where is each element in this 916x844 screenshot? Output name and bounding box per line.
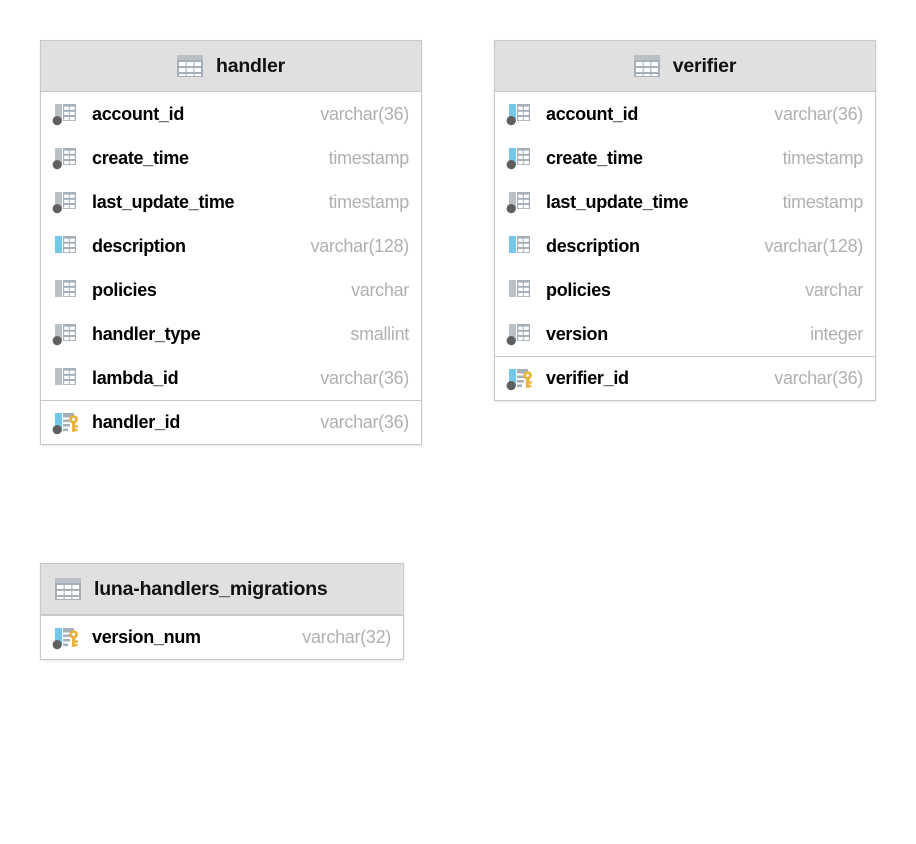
column-type: varchar(36)	[774, 368, 863, 388]
table-header-handler[interactable]: handler	[41, 41, 421, 92]
column-row[interactable]: last_update_time timestamp	[41, 180, 421, 224]
column-icon-blue	[506, 232, 536, 260]
column-name: handler_id	[92, 412, 181, 432]
table-title: handler	[215, 54, 286, 77]
column-row[interactable]: lambda_id varchar(36)	[41, 356, 421, 400]
column-type: varchar(128)	[310, 235, 410, 256]
column-row[interactable]: version_num varchar(32)	[41, 615, 403, 659]
table-grid-icon	[176, 55, 203, 77]
primary-key-icon	[506, 365, 536, 393]
column-icon-blue-notnull	[506, 144, 536, 172]
column-icon-gray-notnull	[506, 188, 536, 216]
table-header-verifier[interactable]: verifier	[495, 41, 875, 92]
table-title: verifier	[672, 54, 737, 77]
column-type: varchar(36)	[320, 412, 409, 432]
column-name: version	[546, 323, 608, 344]
column-row[interactable]: version integer	[495, 312, 875, 356]
table-grid-icon	[55, 578, 81, 600]
column-type: varchar	[805, 279, 863, 300]
column-icon-gray-notnull	[506, 320, 536, 348]
column-type: timestamp	[782, 147, 864, 168]
column-type: varchar(32)	[302, 627, 391, 647]
table-columns: version_num varchar(32)	[41, 615, 403, 659]
column-name: description	[546, 235, 640, 256]
primary-key-icon	[52, 624, 82, 652]
column-row[interactable]: account_id varchar(36)	[41, 92, 421, 136]
column-name: description	[92, 235, 186, 256]
column-type: varchar(36)	[320, 367, 409, 388]
column-type: timestamp	[782, 191, 864, 212]
column-type: timestamp	[328, 147, 410, 168]
column-row[interactable]: policies varchar	[495, 268, 875, 312]
column-row[interactable]: handler_type smallint	[41, 312, 421, 356]
column-icon-gray-notnull	[52, 144, 82, 172]
column-row[interactable]: create_time timestamp	[41, 136, 421, 180]
column-icon-gray-notnull	[52, 320, 82, 348]
column-row[interactable]: handler_id varchar(36)	[41, 400, 421, 444]
column-icon-gray-notnull	[52, 188, 82, 216]
table-header-luna-handlers_migrations[interactable]: luna-handlers_migrations	[41, 564, 403, 615]
column-icon-blue-notnull	[506, 100, 536, 128]
column-row[interactable]: description varchar(128)	[495, 224, 875, 268]
column-type: timestamp	[328, 191, 410, 212]
column-row[interactable]: verifier_id varchar(36)	[495, 356, 875, 400]
column-name: policies	[92, 279, 157, 300]
column-name: create_time	[92, 147, 189, 168]
column-icon-gray-notnull	[52, 100, 82, 128]
column-type: varchar	[351, 279, 409, 300]
column-name: last_update_time	[92, 191, 235, 212]
column-row[interactable]: last_update_time timestamp	[495, 180, 875, 224]
column-type: varchar(36)	[774, 103, 863, 124]
table-grid-icon	[633, 55, 660, 77]
table-title: luna-handlers_migrations	[94, 577, 328, 600]
column-name: lambda_id	[92, 367, 179, 388]
column-name: handler_type	[92, 323, 201, 344]
table-card-luna-handlers_migrations[interactable]: luna-handlers_migrations version_num varc…	[40, 563, 404, 660]
column-row[interactable]: account_id varchar(36)	[495, 92, 875, 136]
column-name: account_id	[92, 103, 185, 124]
column-name: account_id	[546, 103, 639, 124]
column-icon-gray	[52, 364, 82, 392]
primary-key-icon	[52, 409, 82, 437]
column-type: varchar(36)	[320, 103, 409, 124]
column-icon-gray	[52, 276, 82, 304]
column-type: varchar(128)	[764, 235, 864, 256]
column-type: smallint	[350, 323, 409, 344]
column-row[interactable]: policies varchar	[41, 268, 421, 312]
table-card-verifier[interactable]: verifier account_id varchar(36) create_ti…	[494, 40, 876, 401]
column-name: last_update_time	[546, 191, 689, 212]
column-type: integer	[810, 323, 863, 344]
column-row[interactable]: create_time timestamp	[495, 136, 875, 180]
column-name: create_time	[546, 147, 643, 168]
column-row[interactable]: description varchar(128)	[41, 224, 421, 268]
column-icon-blue	[52, 232, 82, 260]
column-icon-gray	[506, 276, 536, 304]
column-name: verifier_id	[546, 368, 629, 388]
table-card-handler[interactable]: handler account_id varchar(36) create_tim…	[40, 40, 422, 445]
column-name: policies	[546, 279, 611, 300]
column-name: version_num	[92, 627, 201, 647]
